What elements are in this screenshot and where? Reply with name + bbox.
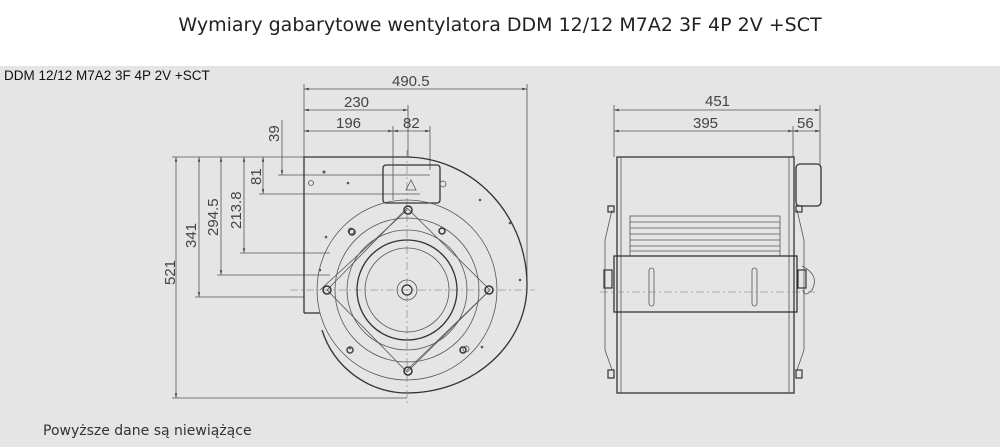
dim-521: 521 [162,260,179,285]
dim-56: 56 [797,115,814,132]
page-title: Wymiary gabarytowe wentylatora DDM 12/12… [178,14,822,36]
dim-213-8: 213.8 [228,191,245,229]
drawing-panel [0,66,1000,447]
dim-81: 81 [248,168,265,185]
front-view: 490.5 230 196 82 521 341 294.5 213.8 81 … [162,73,535,405]
terminal-box [382,164,441,204]
side-view: 451 395 56 [600,93,822,394]
dim-196: 196 [336,115,361,132]
disclaimer-note: Powyższe dane są niewiążące [43,423,252,439]
dim-39: 39 [266,125,283,142]
dim-82: 82 [403,115,420,132]
model-label: DDM 12/12 M7A2 3F 4P 2V +SCT [4,68,210,83]
motor-box [795,163,822,207]
dim-451: 451 [705,93,730,110]
fan-body [616,156,795,394]
dim-490-5: 490.5 [392,73,430,90]
dim-230: 230 [344,94,369,111]
scroll-housing [303,156,528,394]
dim-294-5: 294.5 [205,198,222,236]
dim-395: 395 [693,115,718,132]
dim-341: 341 [183,223,200,248]
